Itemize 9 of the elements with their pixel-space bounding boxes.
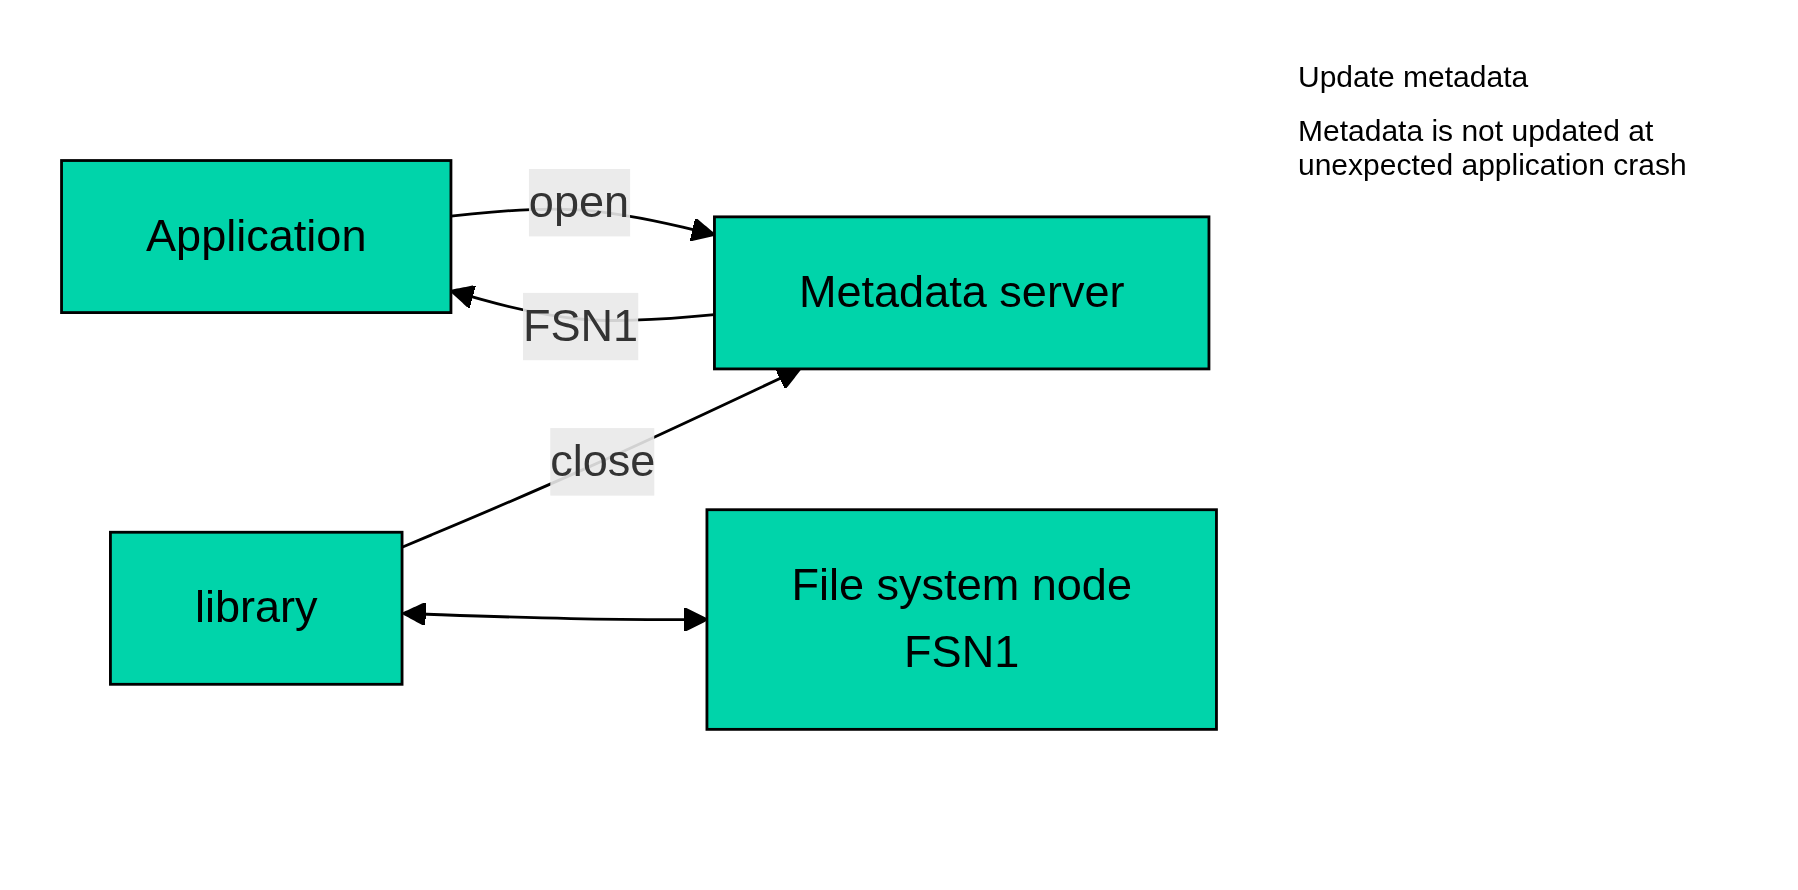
edge-label: close (550, 436, 656, 485)
edge-label: open (528, 177, 630, 226)
note-text: Metadata is not updated at unexpected application crash (1298, 114, 1688, 182)
edge-label: FSN1 (522, 301, 639, 350)
node-box: library (109, 530, 404, 686)
node-box: File system node FSN1 (705, 508, 1218, 731)
note-text: Update metadata (1298, 60, 1530, 94)
node-box: Metadata server (713, 215, 1211, 371)
node-box: Application (60, 159, 453, 315)
